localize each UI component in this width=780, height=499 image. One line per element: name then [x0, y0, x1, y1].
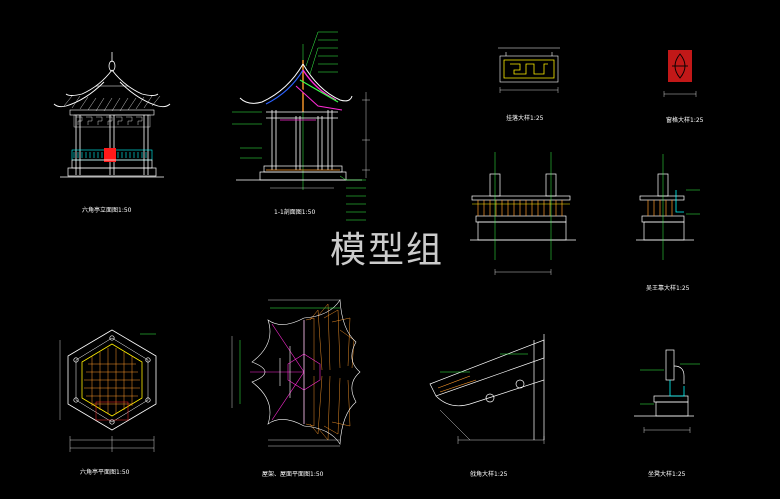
section-drawing: 1-1剖面图1:50: [232, 31, 370, 221]
base-detail-title: 坐凳大样1:25: [648, 470, 686, 478]
railing-detail-drawing: 挂落大样1:25: [498, 47, 560, 122]
railing-detail-title: 挂落大样1:25: [506, 114, 544, 122]
roof-plan-title: 屋架、屋面平面图1:50: [262, 470, 324, 478]
seat-detail-title: 吴王靠大样1:25: [646, 284, 690, 292]
eave-detail-drawing: 戗角大样1:25: [429, 334, 545, 478]
plan-title: 六角亭平面图1:50: [80, 468, 130, 476]
eave-detail-title: 戗角大样1:25: [470, 470, 508, 478]
window-detail-title: 窗格大样1:25: [666, 116, 704, 124]
seat-side-drawing: 吴王靠大样1:25: [636, 154, 700, 292]
roof-plan-drawing: 屋架、屋面平面图1:50: [231, 299, 361, 478]
section-title: 1-1剖面图1:50: [274, 208, 315, 216]
front-elevation-title: 六角亭立面图1:50: [82, 206, 132, 214]
window-detail-drawing: 窗格大样1:25: [663, 50, 704, 124]
base-detail-drawing: 坐凳大样1:25: [634, 349, 700, 478]
plan-drawing: 六角亭平面图1:50: [59, 329, 157, 476]
bench-elevation-drawing: [470, 152, 576, 275]
watermark-text: 模型组: [330, 230, 444, 271]
front-elevation-drawing: 六角亭立面图1:50: [53, 52, 171, 214]
